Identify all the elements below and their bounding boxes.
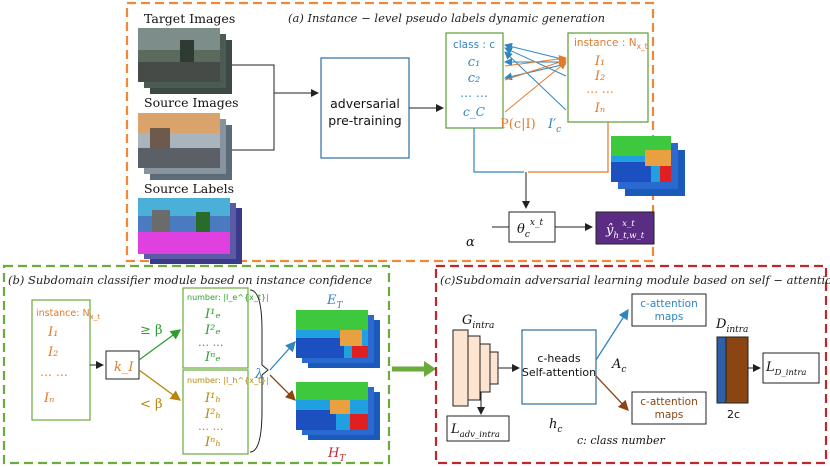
lambda-bracket (249, 289, 269, 453)
att-map-2-line2: maps (655, 409, 684, 421)
hard-item-dots: … … (198, 420, 224, 433)
c-heads-box (521, 329, 597, 405)
instance-item-2: I₂ (594, 69, 605, 84)
theta-label: θcx_t (517, 218, 543, 240)
l-d-box (762, 352, 820, 384)
theta-box (508, 211, 556, 243)
hard-item-2: I²ₕ (204, 407, 221, 422)
b-instance-item-1: I₁ (47, 325, 58, 340)
source-image-stack (138, 113, 232, 180)
easy-item-1: I¹ₑ (204, 307, 220, 322)
p-c-given-i-label: P(c|I) (500, 117, 536, 132)
att-map-box-2 (631, 391, 707, 425)
l-d-label: LD_intra (765, 360, 806, 378)
b-instance-item-n: Iₙ (43, 391, 54, 406)
g-intra-label: Gintra (462, 313, 494, 331)
hard-item-1: I¹ₕ (204, 391, 221, 406)
class-instance-links (504, 42, 567, 113)
ic-prime-label: I′c (547, 117, 561, 135)
ge-beta-label: ≥ β (140, 323, 163, 338)
c-heads-line1: c-heads (537, 352, 580, 365)
et-label: ET (326, 293, 344, 311)
instance-box (567, 32, 649, 123)
source-connector (232, 93, 275, 151)
d-intra-label: Dintra (715, 317, 748, 335)
lt-beta-label: < β (140, 397, 163, 412)
k-box (105, 350, 140, 380)
class-header: class : c (453, 39, 495, 51)
easy-box (182, 287, 249, 369)
source-labels-label: Source Labels (144, 181, 234, 196)
class-item-c: c_C (463, 105, 485, 119)
instance-header: instance : Nx_t (574, 37, 648, 51)
ac-label: Ac (611, 357, 626, 375)
yhat-label: ŷh_t,w_tx_t (605, 219, 645, 241)
c-heads-line2: Self-attention (522, 366, 596, 379)
ht-segmentation-stack (296, 382, 380, 440)
class-item-2: c₂ (468, 71, 481, 86)
instance-down-line (528, 122, 609, 173)
source-images-label: Source Images (144, 95, 239, 110)
adversarial-line2: pre-training (328, 113, 401, 128)
panel-a-title: (a) Instance − level pseudo labels dynam… (288, 11, 605, 25)
lambda-up-arrow (269, 341, 296, 371)
instance-item-1: I₁ (594, 54, 605, 69)
adversarial-pretraining-box (320, 57, 410, 159)
target-connector (232, 64, 318, 94)
att-map-1-line2: maps (655, 311, 684, 323)
alpha-label: α (466, 235, 475, 250)
class-box (445, 32, 504, 129)
k-to-hard-arrow (138, 369, 182, 401)
adversarial-line1: adversarial (330, 96, 400, 111)
b-instance-box (31, 299, 91, 421)
class-item-1: c₁ (468, 55, 481, 70)
lambda-down-arrow (269, 374, 296, 401)
yhat-box (595, 211, 655, 245)
hc-label: hc (549, 417, 562, 435)
heads-to-att1-arrow (595, 308, 629, 361)
att-map-2-line1: c-attention (640, 396, 697, 408)
easy-header: number: |I_e^{x_t}| (187, 293, 269, 302)
g-intra-encoder (452, 329, 499, 407)
b-instance-item-dots: … … (40, 365, 68, 379)
heads-to-att2-arrow (595, 375, 629, 411)
panel-c-title: (c)Subdomain adversarial learning module… (440, 273, 830, 287)
hard-header: number: |I_h^{x_t}| (187, 376, 269, 385)
hard-box (182, 369, 249, 455)
k-label: k_I (114, 360, 134, 375)
instance-item-dots: … … (586, 82, 614, 96)
target-images-label: Target Images (144, 11, 235, 26)
ht-label: HT (327, 446, 346, 464)
et-segmentation-stack (296, 310, 380, 368)
easy-item-n: Iⁿₑ (204, 350, 220, 365)
source-label-stack (138, 198, 242, 264)
lambda-label: λ (254, 367, 263, 382)
two-c-label: 2c (727, 408, 740, 421)
hard-item-n: Iⁿₕ (204, 435, 221, 450)
l-adv-box (446, 415, 510, 442)
segmentation-stack-a (611, 136, 685, 196)
d-intra-block (716, 336, 749, 404)
instance-item-n: Iₙ (594, 101, 605, 116)
panel-b-title: (b) Subdomain classifier module based on… (8, 273, 372, 287)
easy-item-dots: … … (198, 336, 224, 349)
k-to-easy-arrow (138, 329, 182, 361)
att-map-box-1 (631, 293, 707, 327)
panel-b-border (2, 264, 391, 465)
target-image-stack (138, 28, 232, 94)
att-map-1-line1: c-attention (640, 298, 697, 310)
b-instance-item-2: I₂ (47, 345, 58, 360)
easy-item-2: I²ₑ (204, 323, 220, 338)
class-item-dots: … … (460, 86, 488, 100)
l-adv-label: Ladv_intra (450, 422, 500, 440)
class-number-note: c: class number (577, 434, 666, 447)
class-down-line (473, 128, 524, 173)
b-instance-header: instance: Nx_t (36, 308, 100, 321)
